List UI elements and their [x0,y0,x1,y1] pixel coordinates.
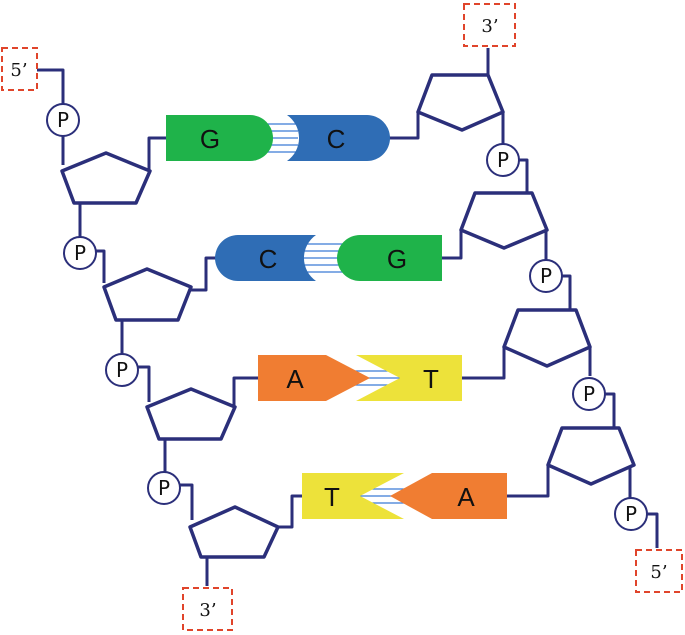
base-adenine [390,473,507,519]
base-pair-2: C G [215,235,442,281]
svg-text:P: P [158,476,170,500]
svg-text:P: P [625,502,637,526]
terminal-left-bottom: 3’ [182,587,233,631]
base-cytosine [287,115,390,161]
base-letter: G [387,244,407,274]
base-thymine [302,473,404,519]
base-pair-4: T A [302,473,507,519]
base-letter: A [286,364,304,394]
phosphate-group: P [529,259,563,293]
svg-text:P: P [74,241,86,265]
phosphate-group: P [46,103,80,137]
base-letter: A [457,482,475,512]
terminal-left-top: 5’ [1,47,38,91]
phosphate-group: P [147,471,181,505]
svg-text:P: P [583,382,595,406]
sugar-pentagon [145,387,237,441]
base-guanine [166,115,273,161]
sugar-pentagon [459,191,549,250]
base-letter: C [259,244,278,274]
base-letter: C [327,124,346,154]
terminal-right-bottom: 5’ [635,549,683,593]
base-adenine [258,355,370,401]
svg-text:P: P [57,108,69,132]
base-guanine [337,235,442,281]
phosphate-group: P [63,236,97,270]
svg-text:3’: 3’ [199,600,216,621]
base-letter: T [324,482,340,512]
base-cytosine [215,235,316,281]
base-thymine [356,355,462,401]
sugar-pentagon [188,505,280,559]
base-letter: T [423,364,439,394]
right-strand-backbone [387,48,659,548]
phosphate-group: P [572,377,606,411]
svg-text:3’: 3’ [481,16,498,37]
svg-text:5’: 5’ [650,562,667,583]
phosphate-group: P [614,497,648,531]
right-strand-sugars [416,73,636,486]
sugar-pentagon [416,73,505,132]
base-letter: G [200,124,220,154]
svg-text:5’: 5’ [10,60,27,81]
sugar-pentagon [102,267,193,322]
svg-text:P: P [497,148,509,172]
phosphate-group: P [486,143,520,177]
base-pair-3: A T [258,355,462,401]
svg-text:P: P [540,264,552,288]
svg-text:P: P [116,358,128,382]
left-strand-phosphates: P P P P [46,103,181,505]
terminal-right-top: 3’ [463,3,516,47]
left-strand-backbone [37,68,302,586]
left-strand-sugars [60,151,280,559]
phosphate-group: P [105,353,139,387]
right-strand-phosphates: P P P P [486,143,648,531]
sugar-pentagon [502,308,592,368]
sugar-pentagon [60,151,152,205]
sugar-pentagon [546,426,636,486]
base-pair-1: G C [166,115,390,161]
